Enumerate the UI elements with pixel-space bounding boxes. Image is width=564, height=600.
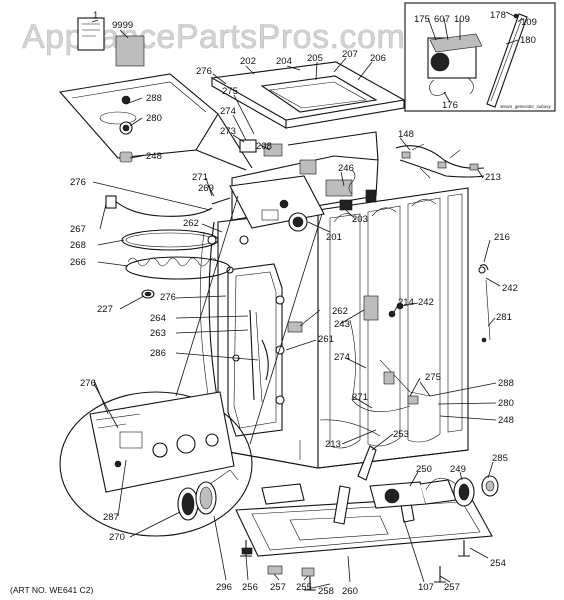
- label-205: 205: [307, 53, 323, 64]
- label-178: 178: [490, 10, 506, 21]
- label-261: 261: [318, 334, 334, 345]
- label-280: 280: [498, 398, 514, 409]
- label-270: 270: [109, 532, 125, 543]
- washer-cabinet: [199, 131, 469, 469]
- label-202: 202: [240, 56, 256, 67]
- label-263: 263: [150, 328, 166, 339]
- label-281: 281: [496, 312, 512, 323]
- label-288: 288: [146, 93, 162, 104]
- label-296: 296: [216, 582, 232, 593]
- label-242: 242: [502, 283, 518, 294]
- label-206: 206: [370, 53, 386, 64]
- label-242: 242: [418, 297, 434, 308]
- label-275: 275: [222, 86, 238, 97]
- label-253: 253: [393, 429, 409, 440]
- label-9999: 9999: [112, 20, 133, 31]
- label-216: 216: [494, 232, 510, 243]
- fill-hose: [113, 199, 213, 217]
- steam-generator-inset: [404, 2, 556, 112]
- label-176: 176: [442, 100, 458, 111]
- label-262: 262: [183, 218, 199, 229]
- label-268: 268: [70, 240, 86, 251]
- label-248: 248: [146, 151, 162, 162]
- label-250: 250: [416, 464, 432, 475]
- top-cover: [210, 61, 406, 129]
- label-269: 269: [198, 183, 214, 194]
- label-213: 213: [325, 439, 341, 450]
- inset-caption: steam_generator_subasy: [500, 104, 552, 109]
- label-254: 254: [490, 558, 506, 569]
- label-276: 276: [70, 177, 86, 188]
- label-109: 109: [521, 17, 537, 28]
- label-287: 287: [103, 512, 119, 523]
- steam-bracket-rail: [486, 13, 528, 108]
- label-258: 258: [318, 586, 334, 597]
- label-286: 286: [150, 348, 166, 359]
- label-267: 267: [70, 224, 86, 235]
- label-1: 1: [93, 10, 98, 21]
- label-148: 148: [398, 129, 414, 140]
- label-248: 248: [498, 415, 514, 426]
- label-271: 271: [192, 172, 208, 183]
- label-262: 262: [332, 306, 348, 317]
- label-607: 607: [434, 14, 450, 25]
- label-276: 276: [196, 66, 212, 77]
- label-227: 227: [97, 304, 113, 315]
- magnified-control-board-callout: [59, 391, 253, 537]
- label-208: 208: [256, 141, 272, 152]
- art-number: (ART NO. WE641 C2): [10, 585, 93, 595]
- label-257: 257: [270, 582, 286, 593]
- steam-generator-body: [430, 52, 450, 72]
- label-107: 107: [418, 582, 434, 593]
- label-273: 273: [220, 126, 236, 137]
- label-274: 274: [220, 106, 236, 117]
- part-number-labels: 1 9999 276 202 204 205 207 206 275 274 2…: [70, 10, 552, 597]
- literature-sheet: [77, 17, 105, 51]
- inset-frame: [404, 2, 556, 112]
- label-274: 274: [334, 352, 350, 363]
- label-246: 246: [338, 163, 354, 174]
- label-260: 260: [342, 586, 358, 597]
- label-109: 109: [454, 14, 470, 25]
- label-207: 207: [342, 49, 358, 60]
- label-257: 257: [444, 582, 460, 593]
- label-203: 203: [352, 214, 368, 225]
- label-276: 276: [160, 292, 176, 303]
- label-280: 280: [146, 113, 162, 124]
- label-288: 288: [498, 378, 514, 389]
- base-pan: [235, 495, 493, 557]
- tag-sheet: [115, 35, 145, 67]
- label-249: 249: [450, 464, 466, 475]
- label-264: 264: [150, 313, 166, 324]
- label-243: 243: [334, 319, 350, 330]
- control-board-panel: [89, 391, 235, 493]
- label-285: 285: [492, 453, 508, 464]
- label-214: 214: [398, 297, 414, 308]
- water-valve: [325, 179, 353, 197]
- tub-spring-ring: [125, 256, 231, 280]
- label-175: 175: [414, 14, 430, 25]
- wire-harness-top: [395, 143, 485, 179]
- label-271: 271: [352, 392, 368, 403]
- base-and-pump: [235, 445, 499, 591]
- label-204: 204: [276, 56, 292, 67]
- label-275: 275: [425, 372, 441, 383]
- label-213: 213: [485, 172, 501, 183]
- label-255: 255: [296, 582, 312, 593]
- label-180: 180: [520, 35, 536, 46]
- label-256: 256: [242, 582, 258, 593]
- door-opening: [227, 263, 283, 437]
- label-201: 201: [326, 232, 342, 243]
- leader-lines: [91, 11, 523, 589]
- label-276: 276: [80, 378, 96, 389]
- label-266: 266: [70, 257, 86, 268]
